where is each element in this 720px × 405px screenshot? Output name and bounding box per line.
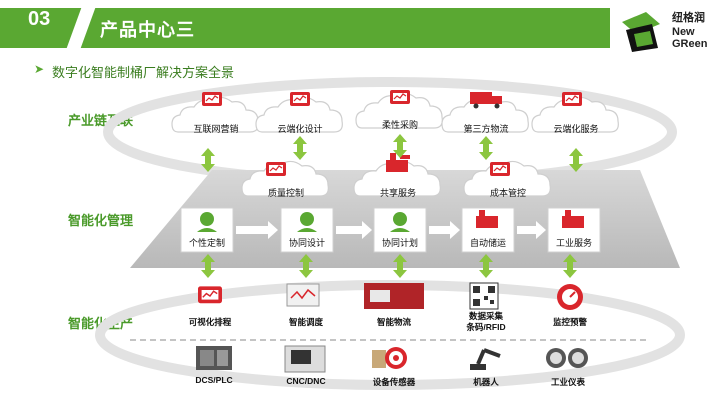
monitor-alarm-icon — [557, 284, 583, 310]
subtitle: 数字化智能制桶厂解决方案全景 — [52, 65, 235, 80]
box-label-collaborative-planning: 协同计划 — [381, 238, 418, 248]
bullet-arrow-icon: ➤ — [34, 62, 45, 76]
box-industrial-service — [547, 207, 601, 253]
cloud-label-third-party-logistics: 第三方物流 — [463, 124, 509, 134]
cloud-label-quality-control: 质量控制 — [267, 188, 304, 198]
box-collaborative-planning — [373, 207, 427, 253]
cloud-label-flexible-procurement: 柔性采购 — [381, 120, 418, 130]
new-green-logo — [622, 12, 660, 52]
cloud-label-cloud-service: 云端化服务 — [553, 124, 599, 134]
industrial-meter-icon — [546, 348, 588, 368]
label-monitor-alarm: 监控预警 — [552, 317, 587, 327]
box-automatic-storage — [461, 207, 515, 253]
label-equipment-sensor: 设备传感器 — [372, 377, 416, 387]
cloud-third-party-logistics — [441, 92, 529, 133]
box-personal-customization — [180, 207, 234, 253]
label-dcs-plc: DCS/PLC — [195, 375, 233, 385]
smart-dispatch-icon — [286, 283, 320, 307]
box-collaborative-design — [280, 207, 334, 253]
label-data-collection: 数据采集 条码/RFID — [466, 311, 506, 332]
robot-icon — [470, 348, 501, 370]
box-label-industrial-service: 工业服务 — [555, 238, 592, 248]
visual-scheduling-icon — [197, 285, 223, 304]
logo-text-green: GReen — [672, 38, 708, 50]
section-number: 03 — [28, 8, 51, 30]
header-bar — [0, 8, 610, 48]
cloud-label-cloud-design: 云端化设计 — [277, 124, 323, 134]
box-label-collaborative-design: 协同设计 — [288, 238, 325, 248]
label-industrial-meter: 工业仪表 — [550, 377, 585, 387]
logo-text-new: New — [672, 26, 695, 38]
cloud-shared-services — [353, 153, 441, 197]
label-visual-scheduling: 可视化排程 — [188, 317, 232, 327]
cloud-label-shared-services: 共享服务 — [379, 188, 416, 198]
smart-logistics-icon — [364, 283, 424, 309]
box-label-automatic-storage: 自动储运 — [469, 238, 506, 248]
box-label-personal-customization: 个性定制 — [188, 238, 225, 248]
cnc-machine-icon — [284, 345, 326, 373]
cloud-label-cost-control: 成本管控 — [489, 188, 526, 198]
row-label-smart-management: 智能化管理 — [68, 213, 134, 228]
sensor-icon — [372, 347, 407, 369]
label-smart-logistics: 智能物流 — [376, 317, 411, 327]
label-robot: 机器人 — [473, 377, 499, 387]
label-cnc-dnc: CNC/DNC — [286, 376, 326, 386]
page-title: 产品中心三 — [100, 20, 195, 40]
cloud-label-internet-marketing: 互联网营销 — [193, 124, 239, 134]
arrow-right-icon — [236, 221, 278, 239]
label-smart-dispatch: 智能调度 — [288, 317, 323, 327]
logo-text-cn: 纽格润 — [672, 12, 705, 24]
dcs-plc-icon — [196, 346, 232, 370]
qr-code-icon — [469, 282, 499, 310]
